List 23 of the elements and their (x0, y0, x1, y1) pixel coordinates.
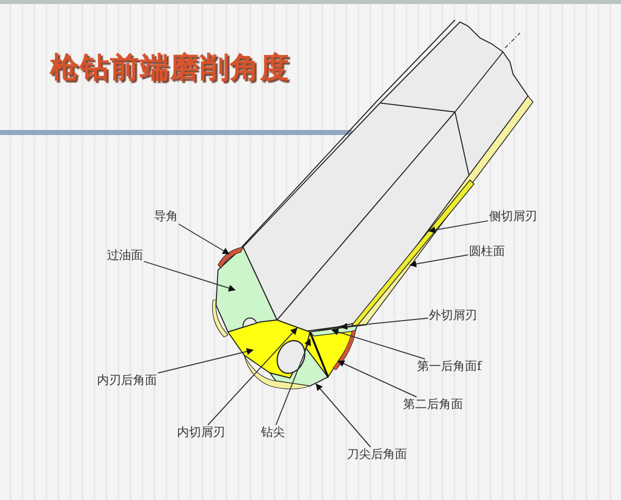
leader-line (337, 360, 418, 398)
part-label: 内刃后角面 (96, 373, 158, 388)
leader-line (340, 318, 428, 330)
part-label: 钻尖 (260, 425, 286, 440)
part-label: 圆柱面 (468, 244, 506, 259)
part-label: 刀尖后角面 (346, 447, 408, 462)
leader-line (275, 338, 311, 426)
leader-line (316, 383, 371, 448)
part-label: 第一后角面f (416, 359, 482, 374)
part-label: 第二后角面 (402, 397, 464, 412)
part-label: 侧切屑刃 (488, 209, 538, 224)
part-label: 内切屑刃 (176, 425, 226, 440)
leader-line (144, 260, 236, 292)
leader-line (157, 348, 254, 374)
part-label: 过油面 (106, 248, 144, 263)
leader-line (178, 224, 230, 254)
part-label: 导角 (153, 209, 179, 224)
leader-line (207, 327, 298, 426)
part-label: 外切屑刃 (428, 308, 478, 323)
slide-title: 枪钻前端磨削角度 (50, 49, 290, 86)
leader-line (409, 254, 468, 268)
leader-line (331, 328, 426, 360)
leader-line (428, 220, 488, 234)
